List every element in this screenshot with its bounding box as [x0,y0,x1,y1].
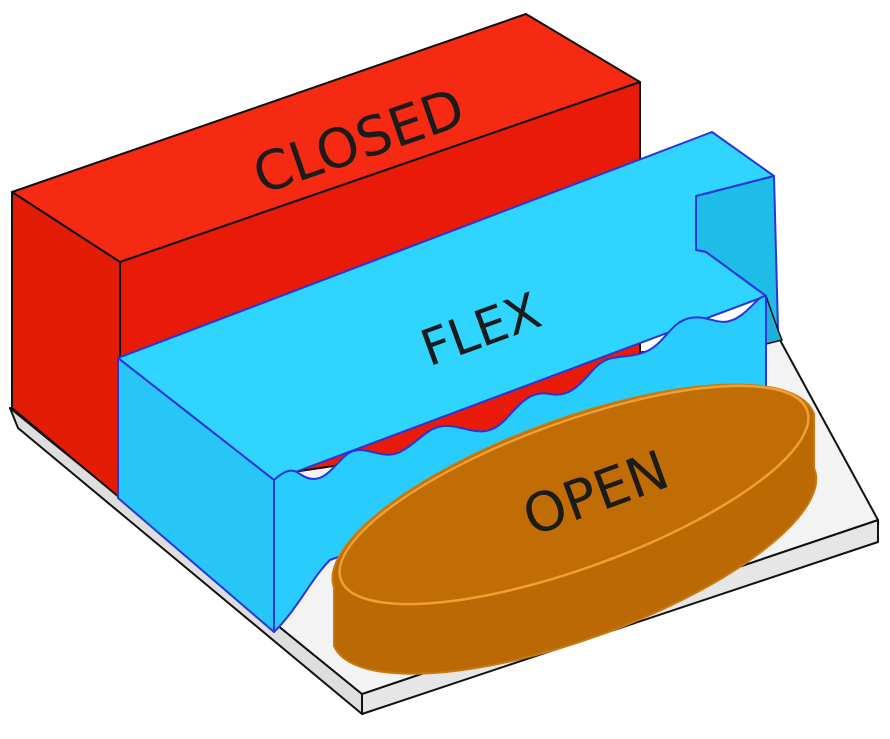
open-block: OPEN [331,383,818,675]
